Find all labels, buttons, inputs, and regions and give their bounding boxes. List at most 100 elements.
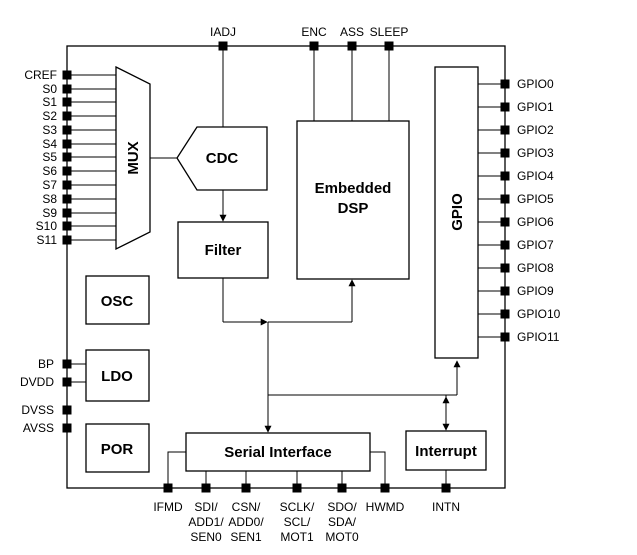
gpio-block [434,66,479,359]
pin-s0 [62,84,72,94]
pin-label-gpio4: GPIO4 [517,169,554,183]
pin-s11 [62,235,72,245]
pin-label-s10: S10 [36,219,58,233]
pin-label-s8: S8 [42,192,57,206]
pin-label-s2: S2 [42,109,57,123]
dsp-label-line2: DSP [338,200,369,217]
pin-sdo [337,483,347,493]
pin-s3 [62,125,72,135]
dsp-label-line1: Embedded [315,180,392,197]
pin-gpio8 [500,263,510,273]
ldo-label: LDO [101,368,133,385]
pin-label-s5: S5 [42,150,57,164]
dsp-block [296,120,410,280]
pin-label-dvss: DVSS [21,403,54,417]
pin-label-gpio5: GPIO5 [517,192,554,206]
pin-label-intn: INTN [432,500,460,514]
pin-dvdd [62,377,72,387]
pin-label-sdi-3: SEN0 [190,530,222,544]
pin-s7 [62,180,72,190]
pin-gpio5 [500,194,510,204]
por-label: POR [101,441,134,458]
pin-label-s7: S7 [42,178,57,192]
pin-label-dvdd: DVDD [20,375,54,389]
pin-label-sdo-2: SDA/ [328,515,357,529]
pin-hwmd [380,483,390,493]
pin-label-csn-3: SEN1 [230,530,262,544]
pin-label-gpio10: GPIO10 [517,307,561,321]
pin-label-gpio3: GPIO3 [517,146,554,160]
pin-s1 [62,97,72,107]
pin-label-gpio7: GPIO7 [517,238,554,252]
pin-csn [241,483,251,493]
pin-s4 [62,139,72,149]
pin-ifmd [163,483,173,493]
pin-label-gpio9: GPIO9 [517,284,554,298]
ldo-block [85,349,150,402]
pin-gpio2 [500,125,510,135]
pin-label-sdi-2: ADD1/ [188,515,224,529]
pin-s6 [62,166,72,176]
pin-label-gpio11: GPIO11 [517,330,560,344]
pin-label-hwmd: HWMD [366,500,405,514]
pin-label-sdo-1: SDO/ [327,500,357,514]
pin-label-gpio6: GPIO6 [517,215,554,229]
pin-label-ifmd: IFMD [153,500,183,514]
pin-dvss [62,405,72,415]
pin-label-avss: AVSS [23,421,54,435]
pin-avss [62,423,72,433]
pin-label-sdo-3: MOT0 [325,530,359,544]
pin-s8 [62,194,72,204]
right-gpio-pins: GPIO0 GPIO1 GPIO2 GPIO3 GPIO4 GPIO5 GPIO… [500,77,561,344]
pin-gpio6 [500,217,510,227]
pin-iadj [218,41,228,51]
pin-s5 [62,152,72,162]
pin-label-enc: ENC [301,25,327,39]
pin-label-s6: S6 [42,164,57,178]
pin-label-sclk-2: SCL/ [284,515,311,529]
pin-label-sdi-1: SDI/ [194,500,218,514]
pin-gpio7 [500,240,510,250]
pin-label-cref: CREF [24,68,57,82]
pin-label-s3: S3 [42,123,57,137]
pin-label-ass: ASS [340,25,364,39]
serial-interface-label: Serial Interface [224,444,332,461]
mux-input-lines [71,74,116,241]
pin-gpio1 [500,102,510,112]
pin-gpio0 [500,79,510,89]
cdc-label: CDC [206,150,239,167]
top-pins: IADJ ENC ASS SLEEP [210,25,408,51]
pin-gpio11 [500,332,510,342]
gpio-label: GPIO [449,193,466,231]
pin-label-csn-2: ADD0/ [228,515,264,529]
pin-sdi [201,483,211,493]
interrupt-block [405,430,487,471]
pin-label-iadj: IADJ [210,25,236,39]
mux-label: MUX [125,141,142,174]
pin-gpio10 [500,309,510,319]
pin-label-sclk-1: SCLK/ [280,500,315,514]
left-input-pins: CREF S0 S1 S2 S3 S4 S5 S6 S7 S8 S9 S10 S… [24,68,72,247]
left-power-pins: BP DVDD DVSS AVSS [20,357,72,435]
pin-label-s11: S11 [37,233,58,247]
pin-label-gpio2: GPIO2 [517,123,554,137]
bottom-pins: IFMD SDI/ ADD1/ SEN0 CSN/ ADD0/ SEN1 SCL… [153,483,460,544]
pin-label-s0: S0 [42,82,57,96]
filter-block [177,221,269,279]
pin-sleep [384,41,394,51]
pin-bp [62,359,72,369]
pin-intn [441,483,451,493]
gpio-lines [478,83,505,338]
pin-label-gpio1: GPIO1 [517,100,554,114]
pin-ass [347,41,357,51]
filter-label: Filter [205,242,242,259]
interrupt-label: Interrupt [415,443,477,460]
cdc-block [176,126,268,191]
pin-label-sclk-3: MOT1 [280,530,314,544]
mux-block [115,65,151,251]
pin-gpio4 [500,171,510,181]
pin-label-bp: BP [38,357,54,371]
osc-label: OSC [101,293,134,310]
pin-sclk [292,483,302,493]
